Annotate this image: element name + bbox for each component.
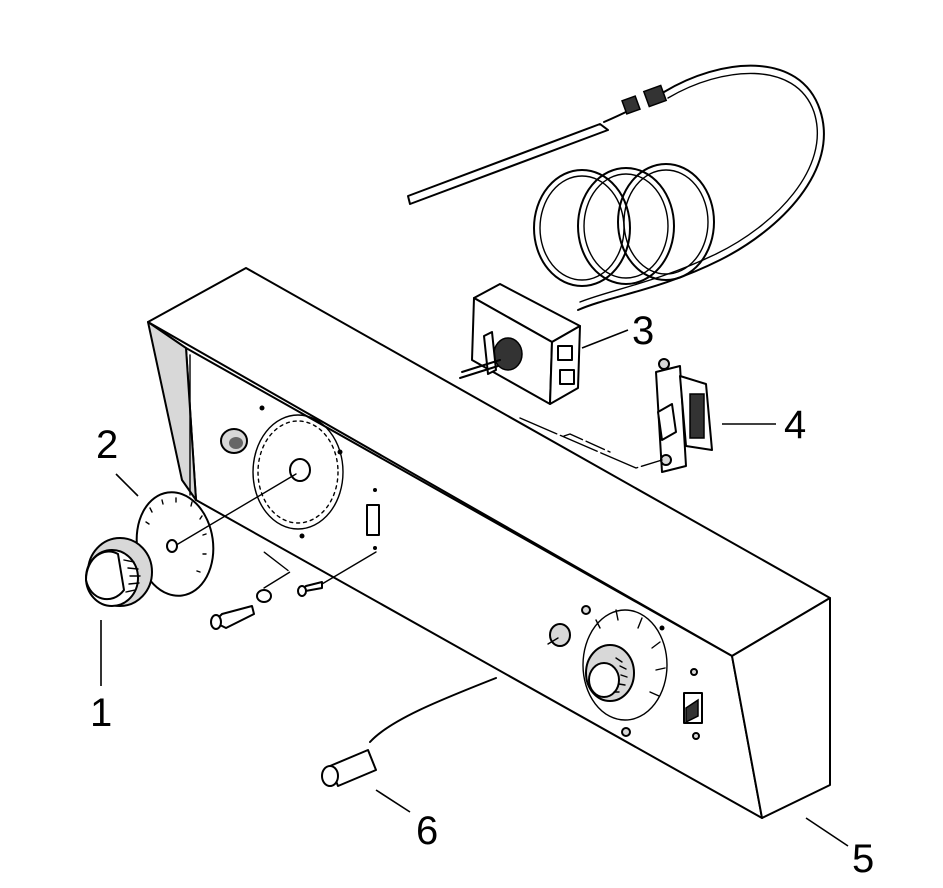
mounting-screws <box>210 551 377 630</box>
leader-6 <box>375 789 411 813</box>
toggle-switch <box>655 358 713 473</box>
assembled-thermostat-dial <box>581 605 668 737</box>
thermostat-control <box>459 283 581 405</box>
housing-left-end <box>147 321 197 501</box>
capillary-tube-assembly <box>407 64 825 311</box>
shaft-guide-line <box>177 473 297 545</box>
dial-opening-ring <box>252 414 344 530</box>
leader-2 <box>115 473 139 497</box>
callout-3: 3 <box>632 309 654 353</box>
leader-3 <box>581 329 629 349</box>
callout-4: 4 <box>784 403 806 447</box>
indicator-hole <box>549 623 571 647</box>
control-knob <box>85 537 153 607</box>
leader-5 <box>805 817 849 847</box>
callout-1: 1 <box>90 691 112 735</box>
control-panel-housing <box>147 267 831 819</box>
housing-right-end <box>731 597 831 819</box>
dial-plate <box>135 491 215 597</box>
shaft-hole <box>289 458 311 482</box>
assembled-rocker-switch <box>683 668 703 740</box>
callout-6: 6 <box>416 809 438 853</box>
switch-slot <box>366 504 380 536</box>
indicator-light <box>321 677 497 787</box>
callout-2: 2 <box>96 423 118 467</box>
callout-5: 5 <box>852 837 874 881</box>
